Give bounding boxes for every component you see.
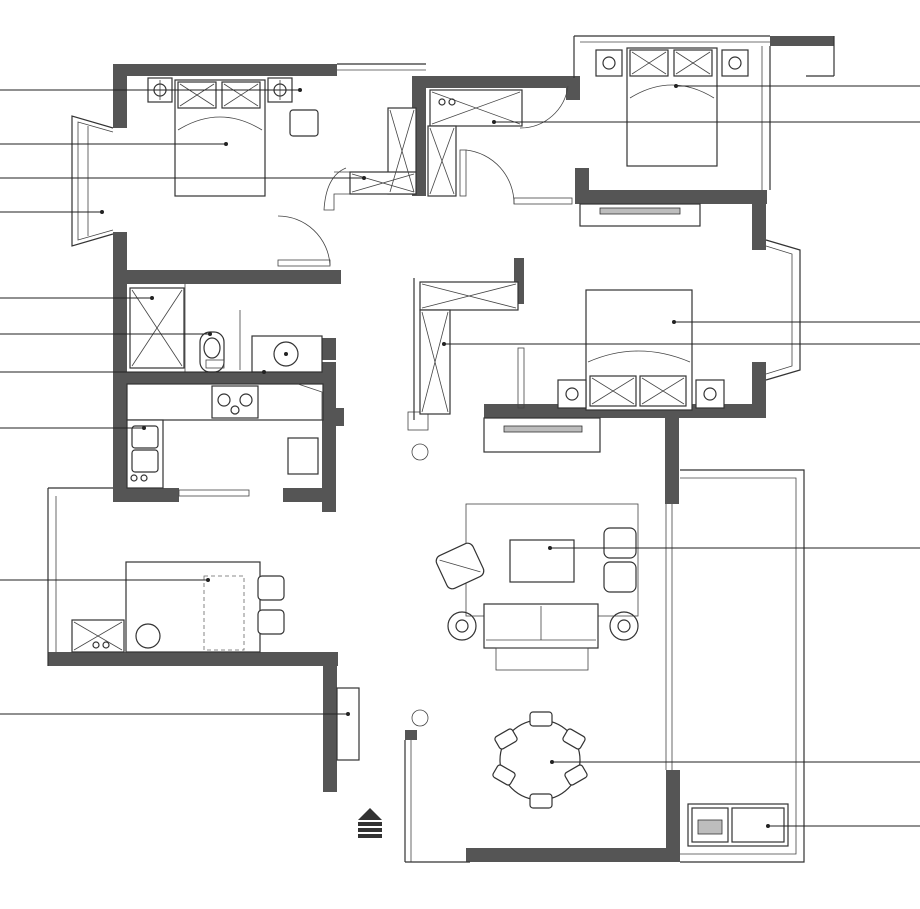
north-arrow-icon (358, 808, 382, 838)
balcony-utility (687, 803, 789, 847)
armchair-icon (435, 542, 485, 590)
windows (47, 35, 835, 863)
dining-nook (71, 561, 360, 761)
third-bedroom (413, 278, 725, 453)
doors (277, 85, 573, 431)
leaders-left (0, 88, 366, 716)
leaders-right (442, 84, 920, 828)
dining-table-icon (492, 711, 588, 809)
walls (48, 36, 834, 862)
living-room (411, 443, 639, 727)
kitchen (126, 383, 324, 489)
second-bedroom (427, 47, 749, 227)
bathroom (129, 287, 323, 373)
sink-icon (273, 341, 299, 367)
stove-icon (211, 385, 259, 419)
armchair-icon (289, 109, 319, 137)
